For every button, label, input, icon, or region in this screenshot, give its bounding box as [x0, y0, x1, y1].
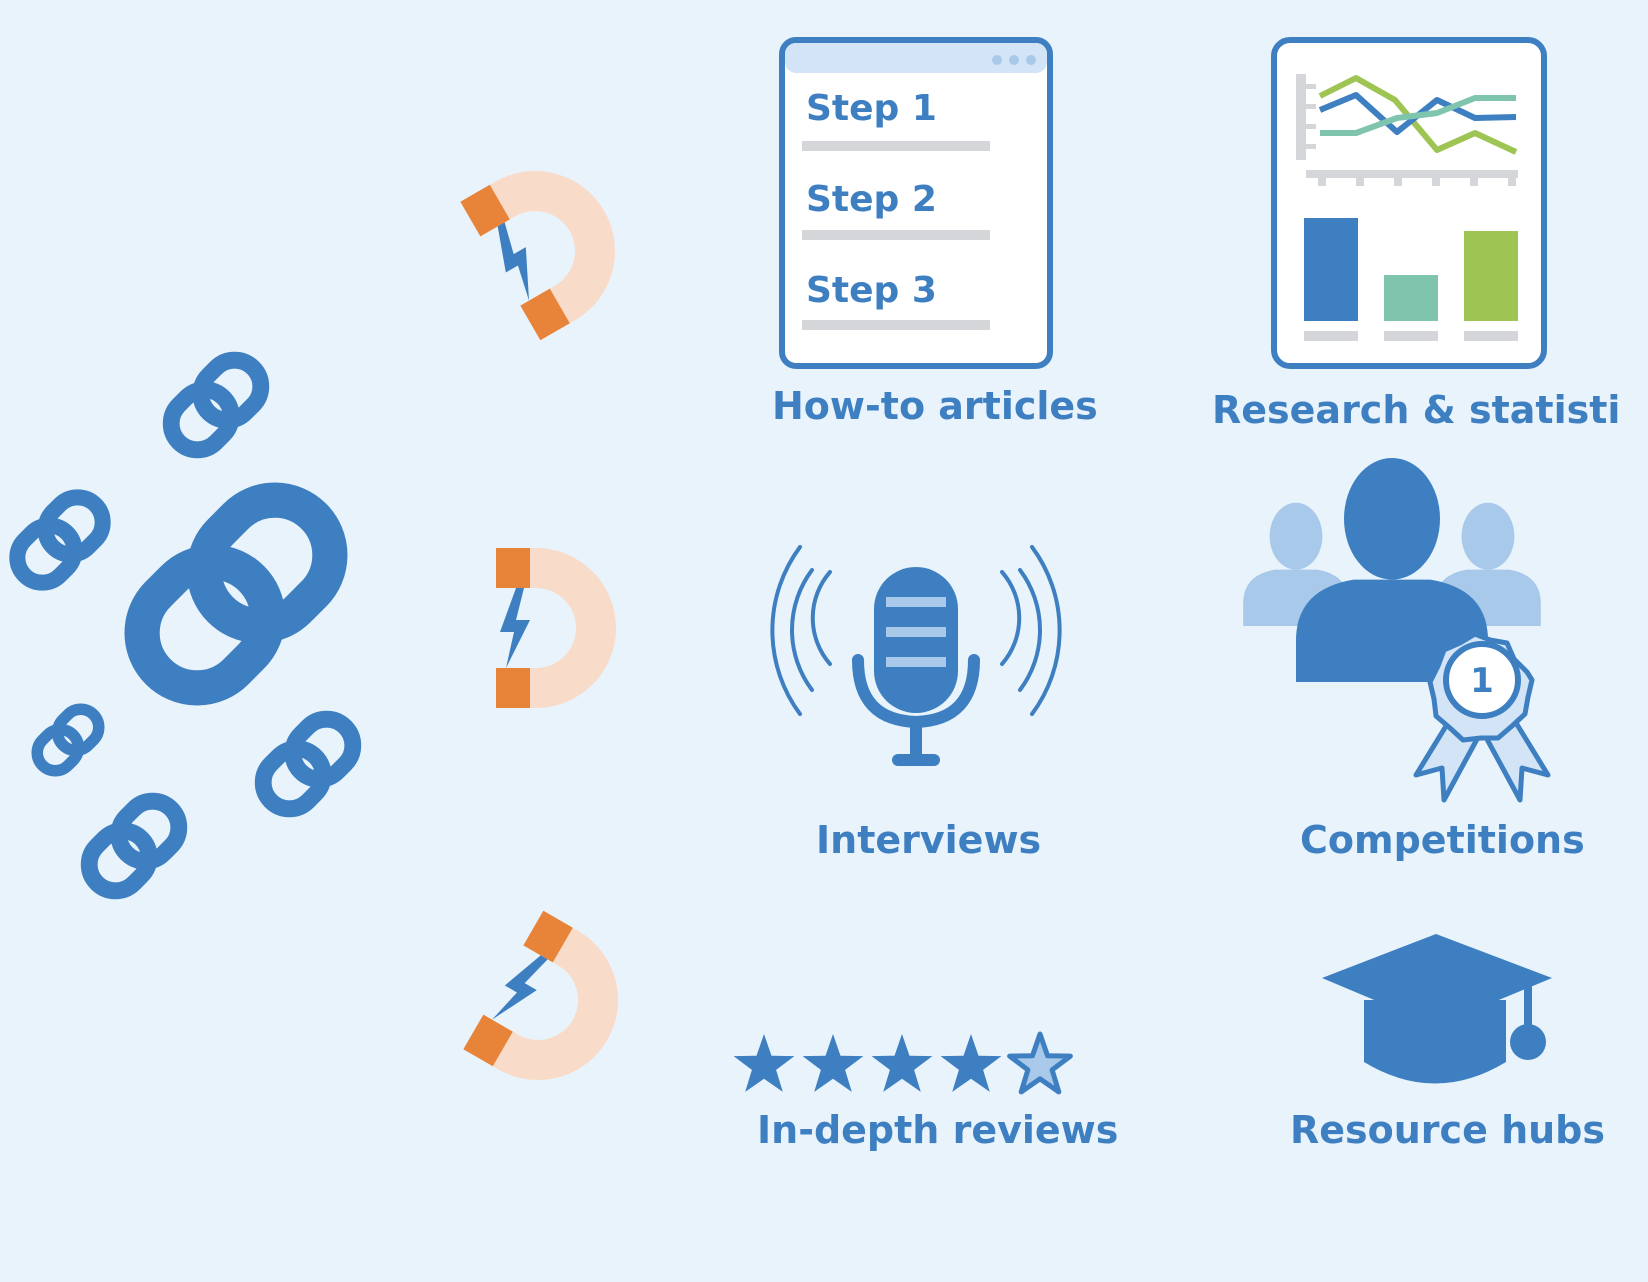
star-icon: [1010, 1034, 1071, 1092]
chain-link-icon: [30, 702, 106, 778]
chain-link-icon: [78, 790, 189, 901]
step-3-label: Step 3: [806, 270, 937, 311]
award-number: 1: [1470, 661, 1494, 701]
step-1-label: Step 1: [806, 88, 937, 129]
chain-links-cluster: [7, 349, 364, 901]
horseshoe-magnet-icon: [460, 141, 645, 341]
chain-link-icon: [7, 487, 113, 593]
howto-label: How-to articles: [772, 384, 1098, 428]
reviews-label: In-depth reviews: [757, 1108, 1119, 1152]
chain-link-icon: [252, 708, 363, 819]
browser-window-icon: Step 1 Step 2 Step 3: [779, 37, 1053, 369]
microphone-icon: [770, 545, 1062, 766]
star-icon: [802, 1034, 864, 1092]
step-2-label: Step 2: [806, 179, 937, 220]
research-label: Research & statisti: [1212, 388, 1621, 432]
rating-stars: [733, 1034, 1071, 1092]
horseshoe-magnet-icon: [463, 910, 648, 1110]
graduation-cap-icon: [1322, 934, 1552, 1084]
star-icon: [733, 1034, 795, 1092]
award-ribbon-icon: 1: [1243, 458, 1551, 803]
chain-link-icon: [119, 477, 352, 710]
chart-window-icon: [1271, 37, 1547, 369]
interviews-label: Interviews: [816, 818, 1042, 862]
competitions-label: Competitions: [1300, 818, 1585, 862]
star-icon: [940, 1034, 1002, 1092]
star-icon: [871, 1034, 933, 1092]
horseshoe-magnet-icon: [496, 548, 616, 708]
chain-link-icon: [160, 349, 271, 460]
hubs-label: Resource hubs: [1290, 1108, 1606, 1152]
